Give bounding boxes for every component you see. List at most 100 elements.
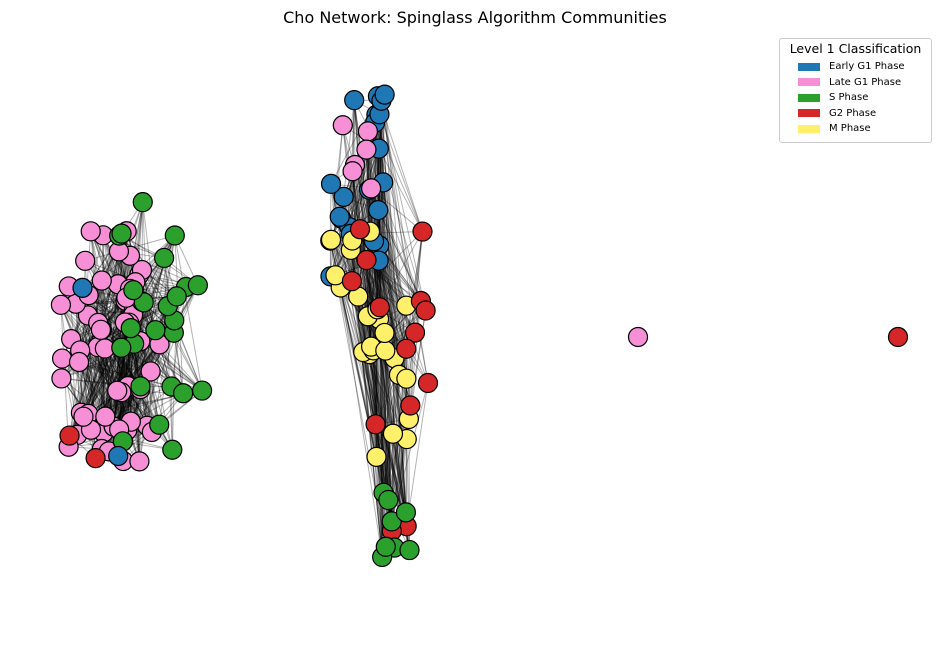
network-node — [341, 271, 363, 292]
network-edge — [105, 392, 184, 418]
legend-item-m-phase: M Phase — [786, 121, 925, 137]
network-node — [333, 186, 354, 207]
network-edge — [84, 260, 122, 348]
network-edge — [379, 231, 423, 308]
network-edge — [60, 304, 132, 423]
network-node — [149, 414, 170, 435]
network-edge — [365, 149, 422, 302]
network-node — [332, 115, 353, 136]
network-node — [404, 322, 426, 343]
network-node — [140, 361, 161, 382]
legend-label-g2-phase: G2 Phase — [829, 107, 877, 119]
network-edge — [362, 351, 408, 440]
network-node — [349, 219, 371, 240]
network-edge — [334, 275, 387, 547]
network-edge — [80, 296, 178, 414]
network-edge — [380, 100, 416, 333]
network-node — [59, 425, 80, 446]
legend-item-s-phase: S Phase — [786, 90, 925, 106]
network-edge — [392, 433, 407, 513]
network-edge — [173, 332, 184, 394]
network-edge — [377, 96, 427, 311]
network-node — [417, 372, 439, 394]
network-edge — [359, 229, 407, 513]
network-edge — [370, 188, 423, 232]
network-node — [356, 249, 377, 271]
network-edge — [359, 122, 376, 230]
network-edge — [350, 249, 381, 308]
network-node — [374, 84, 395, 105]
network-edge — [78, 361, 172, 387]
network-node — [365, 414, 386, 435]
network-node — [382, 423, 404, 444]
node-layer — [50, 84, 909, 568]
network-node — [111, 337, 132, 358]
legend-label-m-phase: M Phase — [829, 123, 871, 135]
legend-item-late-g1: Late G1 Phase — [786, 75, 925, 91]
network-node — [111, 223, 132, 244]
network-edge — [384, 94, 408, 527]
network-edge — [121, 233, 124, 442]
network-node — [412, 221, 433, 242]
network-node — [51, 348, 73, 369]
network-edge — [375, 100, 382, 457]
network-node — [366, 446, 387, 467]
network-node — [166, 286, 187, 307]
network-node — [120, 318, 141, 339]
network-node — [95, 406, 116, 427]
legend-title: Level 1 Classification — [789, 41, 922, 56]
network-edge — [378, 114, 423, 232]
network-node — [369, 297, 390, 318]
network-edge — [113, 285, 199, 428]
network-node — [381, 511, 402, 532]
network-node — [91, 270, 112, 291]
network-edge — [367, 131, 378, 310]
network-edge — [353, 100, 375, 242]
network-edge — [382, 182, 408, 440]
network-edge — [133, 343, 140, 462]
network-edge — [359, 229, 372, 347]
network-node — [375, 536, 396, 557]
legend: Level 1 Classification Early G1 Phase La… — [779, 38, 932, 143]
network-edge — [353, 100, 356, 165]
network-edge — [409, 310, 427, 406]
legend-label-early-g1: Early G1 Phase — [829, 61, 905, 73]
network-node — [415, 300, 436, 321]
network-node — [187, 275, 208, 296]
network-node — [73, 406, 94, 427]
network-edge — [351, 240, 407, 306]
network-node — [320, 229, 342, 250]
legend-item-g2-phase: G2 Phase — [786, 106, 925, 122]
network-edge — [142, 202, 153, 433]
network-edge — [340, 287, 407, 513]
network-edge — [378, 260, 416, 333]
network-node — [344, 90, 365, 111]
network-edge — [383, 305, 407, 493]
network-edge — [80, 338, 158, 414]
network-node — [627, 326, 649, 348]
network-node — [400, 395, 421, 416]
legend-item-early-g1: Early G1 Phase — [786, 59, 925, 75]
network-node — [107, 380, 128, 401]
legend-label-late-g1: Late G1 Phase — [829, 76, 902, 88]
network-node — [72, 277, 93, 298]
network-edge — [69, 235, 176, 436]
network-edge — [378, 148, 423, 232]
network-edge — [393, 231, 423, 548]
network-node — [356, 139, 377, 160]
network-node — [395, 502, 417, 523]
network-node — [361, 178, 382, 199]
network-node — [68, 351, 90, 373]
network-node — [50, 294, 71, 315]
network-edge — [143, 235, 176, 303]
network-edge — [359, 229, 410, 551]
legend-swatch-early-g1 — [798, 62, 820, 71]
network-node — [123, 279, 144, 301]
chart-title: Cho Network: Spinglass Algorithm Communi… — [283, 8, 667, 27]
network-edge — [130, 302, 145, 423]
network-node — [51, 368, 72, 389]
network-edge — [104, 322, 130, 417]
legend-swatch-late-g1 — [798, 78, 820, 87]
network-node — [320, 173, 342, 195]
